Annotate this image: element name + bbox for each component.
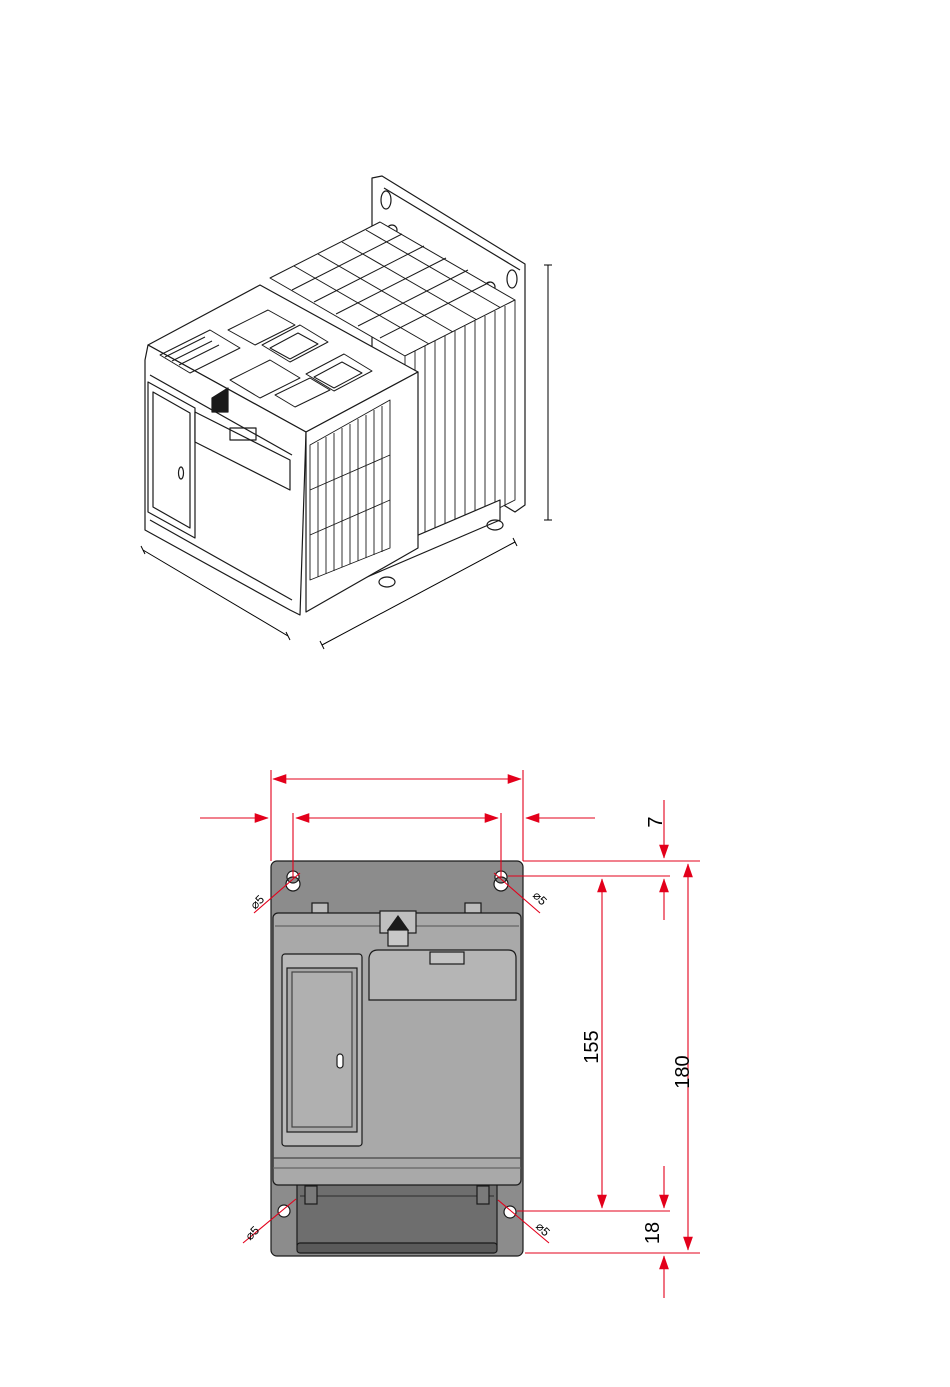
hole-label-top-left: ⌀5 bbox=[247, 892, 267, 912]
hole-bottom-left bbox=[278, 1205, 290, 1217]
dim-label-bottom-offset: 18 bbox=[642, 1222, 664, 1244]
dim-label-hole-spacing: 155 bbox=[581, 1030, 603, 1063]
dim-label-top-offset: 7 bbox=[645, 816, 667, 827]
dim-label-overall-height: 180 bbox=[672, 1055, 694, 1088]
front-door bbox=[282, 954, 362, 1146]
isometric-view bbox=[141, 176, 552, 649]
hole-label-bottom-left: ⌀5 bbox=[242, 1223, 262, 1243]
hole-label-bottom-right: ⌀5 bbox=[533, 1219, 553, 1239]
right-cover bbox=[369, 950, 516, 1000]
door-handle-icon bbox=[337, 1054, 343, 1068]
hole-bottom-right bbox=[504, 1206, 516, 1218]
fan-housing-front bbox=[297, 1183, 497, 1253]
hole-label-top-right: ⌀5 bbox=[530, 888, 550, 908]
front-view bbox=[271, 861, 523, 1256]
